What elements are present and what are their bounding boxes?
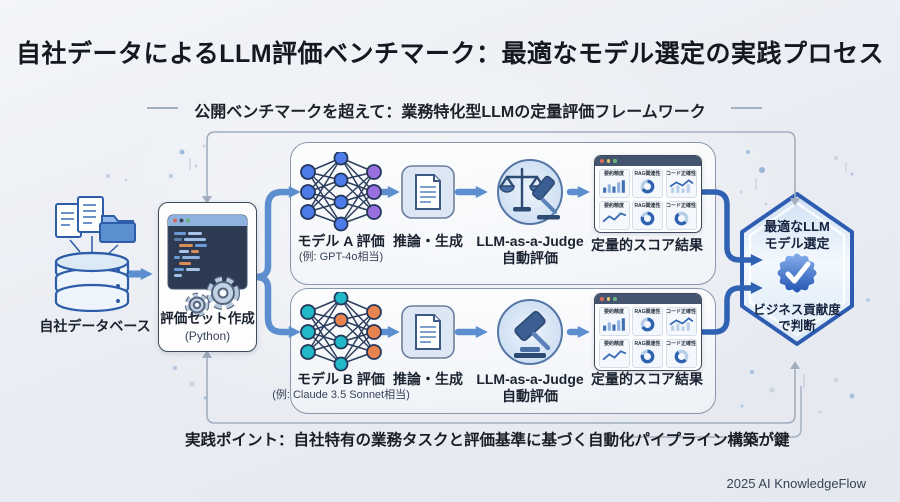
line-bar-chart-icon: [669, 179, 693, 193]
metric-label: 要約精度: [603, 340, 624, 347]
metric-label: RAG関連性: [634, 340, 661, 347]
decision-label-1: 最適なLLM: [764, 219, 830, 234]
metric-label: RAG関連性: [634, 309, 661, 315]
feedback-loop-top: [206, 131, 796, 198]
judge-b-label-2: 自動評価: [502, 388, 558, 404]
donut-chart-icon: [640, 349, 655, 363]
window-dot-green: [613, 159, 617, 163]
metric-label: RAG関連性: [634, 171, 661, 177]
metric-tile: 要約精度: [598, 169, 630, 198]
practice-point-line: [624, 386, 802, 438]
line-chart-icon: [601, 211, 626, 222]
donut-chart-icon: [640, 211, 655, 225]
metric-tile: RAG関連性: [632, 338, 663, 368]
arrow-a-score-to-decision: [700, 189, 763, 266]
model-b-label: モデル B 評価: [297, 371, 385, 387]
judge-a-scale-gavel-icon: [497, 159, 563, 225]
metric-label: 要約精度: [603, 171, 624, 177]
metric-label: コード正確性: [666, 202, 697, 209]
window-dot-yellow: [606, 159, 610, 163]
database-link-lines: [69, 236, 119, 255]
model-b-sublabel: (例: Claude 3.5 Sonnet相当): [272, 389, 410, 401]
page-title: 自社データによるLLM評価ベンチマーク：最適なモデル選定の実践プロセス: [15, 40, 885, 68]
source-db-label: 自社データベース: [39, 318, 151, 334]
database-icon: [54, 196, 136, 312]
metric-label: コード正確性: [666, 309, 697, 315]
judge-b-gavel-icon: [497, 299, 563, 365]
eval-set-label: 評価セット作成: [160, 311, 255, 326]
decision-label-3: ビジネス貢献度: [753, 303, 841, 317]
decision-label-2: モデル選定: [764, 236, 830, 251]
decision-label-4: で判断: [778, 319, 816, 333]
feedback-loop-bottom-arrowheads: [202, 350, 800, 369]
model-a-network-icon: [300, 152, 382, 232]
eval-set-card: 評価セット作成 (Python): [158, 202, 257, 352]
inference-a-label: 推論・生成: [393, 233, 463, 249]
metric-tile: 要約精度: [598, 200, 630, 230]
feedback-loop-bottom: [206, 358, 796, 424]
window-dot-yellow: [606, 297, 610, 301]
metric-label: 要約精度: [603, 202, 624, 209]
metric-tile: 要約精度: [598, 307, 630, 336]
window-dot-green: [613, 297, 617, 301]
inference-a-document-icon: [401, 165, 455, 219]
line-bar-chart-icon: [669, 317, 693, 331]
window-dot-red: [600, 297, 604, 301]
bar-chart-icon: [602, 318, 625, 331]
judge-a-label-1: LLM-as-a-Judge: [476, 233, 584, 249]
metric-label: コード正確性: [666, 340, 697, 347]
metric-tile: コード正確性: [665, 200, 697, 230]
metric-tile: RAG関連性: [632, 169, 663, 198]
score-a-label: 定量的スコア結果: [591, 237, 703, 253]
metric-tile: コード正確性: [665, 338, 697, 368]
donut-chart-icon: [674, 349, 688, 363]
donut-chart-icon: [640, 317, 655, 332]
arrow-evalset-to-model-b: [252, 273, 301, 338]
code-editor-icon: [167, 214, 248, 318]
metric-label: コード正確性: [666, 171, 697, 177]
model-a-label: モデル A 評価: [297, 233, 385, 249]
subtitle-line-right: [731, 107, 762, 109]
model-a-sublabel: (例: GPT-4o相当): [298, 251, 384, 263]
feedback-loop-top-arrowheads: [202, 196, 800, 206]
judge-b-label-1: LLM-as-a-Judge: [476, 371, 584, 387]
donut-chart-icon: [640, 179, 655, 194]
gear-icon: [184, 276, 240, 318]
score-dashboard-b: 要約精度 RAG関連性 コード正確性 要約精度 RAG関連性 コード正確性: [594, 293, 702, 371]
score-dashboard-a: 要約精度 RAG関連性 コード正確性 要約精度 RAG関連性 コード正確性: [594, 155, 702, 233]
score-b-label: 定量的スコア結果: [591, 371, 703, 387]
subtitle: 公開ベンチマークを超えて：業務特化型LLMの定量評価フレームワーク: [194, 104, 706, 121]
metric-tile: コード正確性: [665, 169, 697, 198]
inference-b-label: 推論・生成: [393, 371, 463, 387]
model-b-network-icon: [300, 292, 382, 372]
donut-chart-icon: [674, 211, 688, 225]
metric-label: 要約精度: [603, 309, 624, 315]
metric-tile: コード正確性: [665, 307, 697, 336]
footer-credit: 2025 AI KnowledgeFlow: [726, 476, 866, 491]
metric-tile: RAG関連性: [632, 200, 663, 230]
dashboard-b-titlebar: [595, 294, 701, 304]
line-chart-icon: [601, 349, 626, 360]
arrow-b-score-to-decision: [700, 282, 763, 335]
metric-tile: RAG関連性: [632, 307, 663, 336]
verified-badge-icon: [777, 253, 817, 293]
practice-point: 実践ポイント：自社特有の業務タスクと評価基準に基づく自動化パイプライン構築が鍵: [185, 432, 790, 449]
dashboard-a-titlebar: [595, 156, 701, 166]
bar-chart-icon: [602, 180, 625, 193]
inference-b-document-icon: [401, 305, 455, 359]
judge-a-label-2: 自動評価: [502, 250, 558, 266]
metric-label: RAG関連性: [634, 202, 661, 209]
subtitle-line-left: [147, 107, 178, 109]
decorative-dots: [106, 144, 870, 414]
window-dot-red: [600, 159, 604, 163]
metric-tile: 要約精度: [598, 338, 630, 368]
eval-set-sublabel: (Python): [184, 329, 231, 343]
